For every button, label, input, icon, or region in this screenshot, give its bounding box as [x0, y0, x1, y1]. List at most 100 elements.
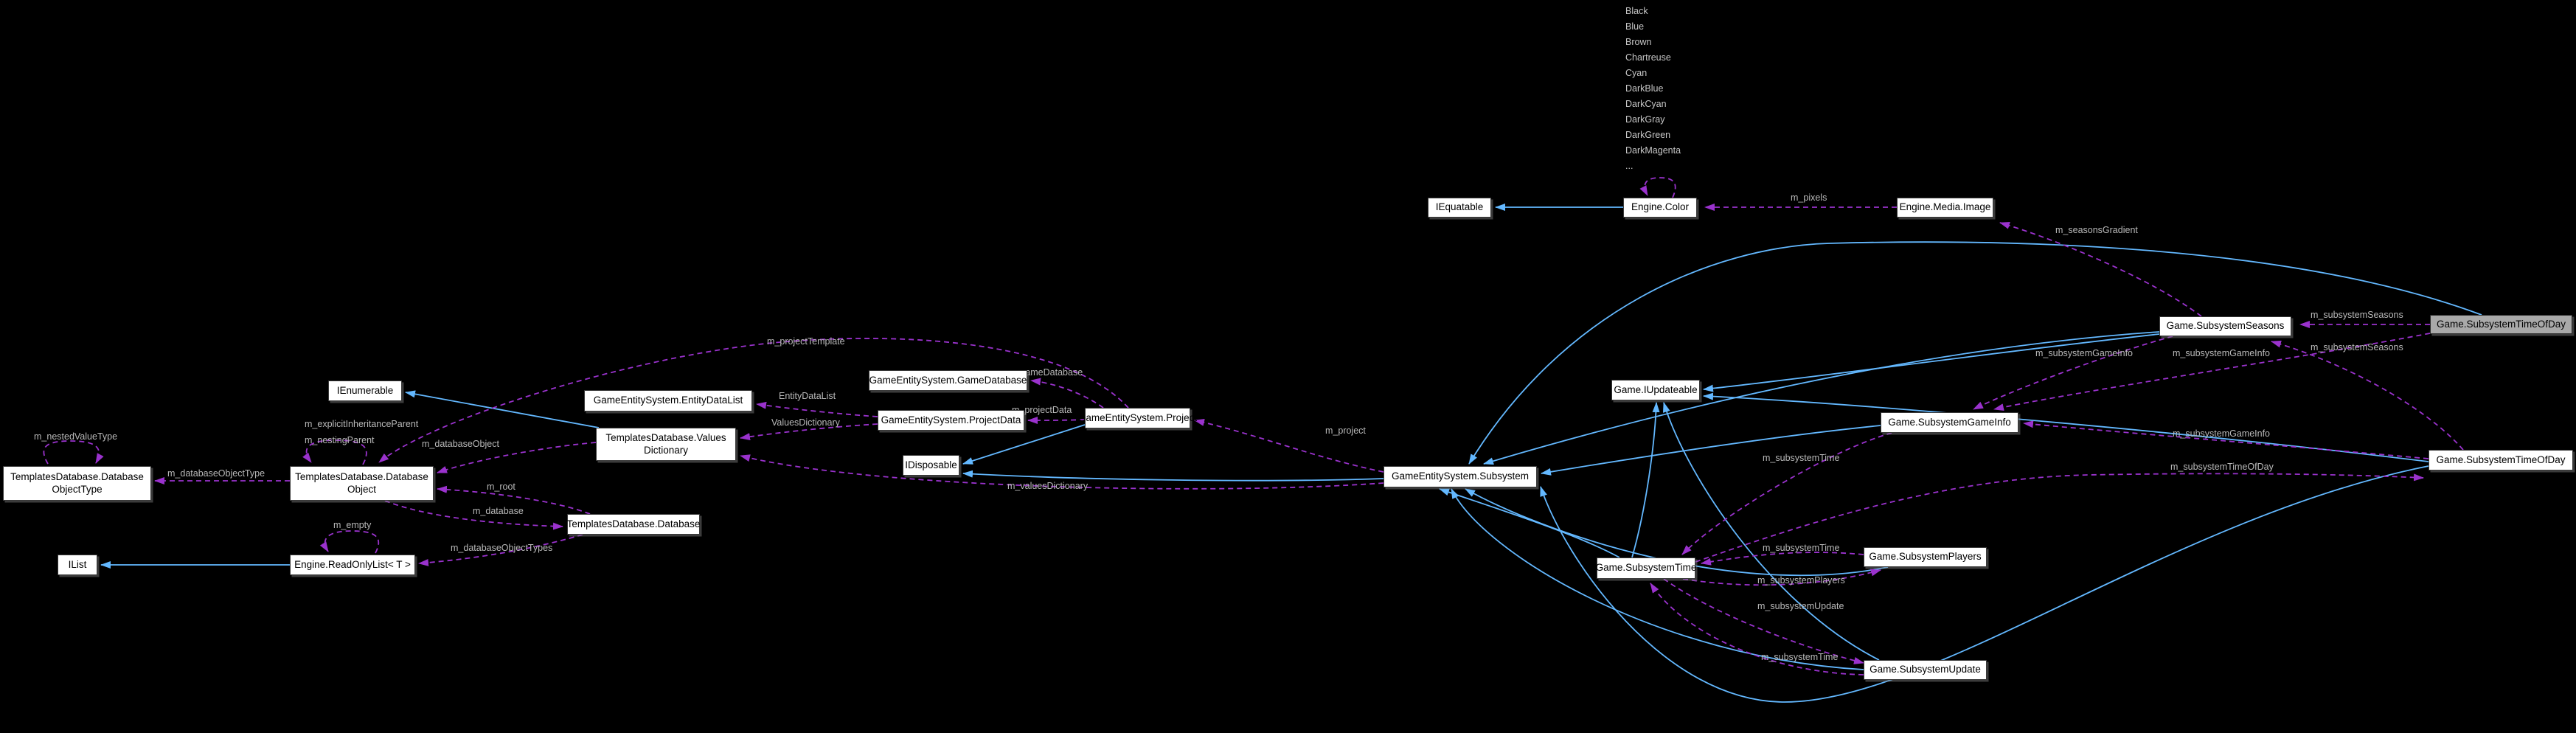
- class-node-label: Game.SubsystemTimeOfDay: [2436, 318, 2566, 330]
- edge-label-m_explicitInheritanceParent: m_explicitInheritanceParent: [305, 419, 419, 429]
- class-node-ieq[interactable]: IEquatable: [1428, 198, 1491, 218]
- class-node-splay[interactable]: Game.SubsystemPlayers: [1864, 547, 1987, 567]
- edge-label-m_database: m_database: [473, 506, 524, 516]
- class-node-ilist[interactable]: IList: [58, 555, 97, 575]
- class-node-stod_f: Game.SubsystemTimeOfDay: [2430, 315, 2572, 334]
- class-node-label: Game.SubsystemSeasons: [2166, 320, 2285, 332]
- edge-stod-iupd-inheritance: [1703, 392, 2429, 462]
- edge-stod-subsys-inheritance: [1540, 465, 2429, 703]
- edge-db-dbobj-member: [437, 485, 591, 515]
- color-list-item-Blue: Blue: [1625, 21, 1645, 32]
- edge-label-ValuesDictionary: ValuesDictionary: [771, 417, 840, 428]
- edge-label-m_databaseObject: m_databaseObject: [422, 439, 499, 449]
- edge-label-m_valuesDictionary: m_valuesDictionary: [1007, 481, 1089, 491]
- class-node-label: TemplatesDatabase.Database: [10, 470, 144, 482]
- class-node-iupd[interactable]: Game.IUpdateable: [1611, 380, 1700, 400]
- class-node-stod[interactable]: Game.SubsystemTimeOfDay: [2429, 450, 2573, 470]
- class-node-label: ObjectType: [52, 483, 103, 495]
- edge-label-m_subsystemSeasons: m_subsystemSeasons: [2311, 310, 2403, 320]
- class-node-label: IList: [68, 558, 87, 570]
- edge-label-EntityDataList: EntityDataList: [779, 391, 836, 401]
- edge-ssea-sgi-member: [1973, 336, 2173, 410]
- edge-sgi-stime-member: [1681, 432, 1892, 555]
- color-list-item-DarkBlue: DarkBlue: [1625, 83, 1664, 94]
- edge-label-m_subsystemUpdate: m_subsystemUpdate: [1757, 601, 1844, 611]
- edge-pd-edl-member: [756, 401, 878, 417]
- edge-label-m_pixels: m_pixels: [1791, 192, 1827, 203]
- class-node-label: GameEntitySystem.Project: [1077, 411, 1198, 423]
- edge-rolist-rolist-member: [319, 530, 380, 554]
- edge-label-m_nestedValueType: m_nestedValueType: [34, 431, 118, 442]
- class-node-subsys[interactable]: GameEntitySystem.Subsystem: [1384, 466, 1537, 487]
- edge-splay-subsys-inheritance: [1465, 488, 1889, 577]
- edge-label-m_projectTemplate: m_projectTemplate: [767, 336, 845, 347]
- class-node-label: Game.SubsystemGameInfo: [1888, 416, 2011, 428]
- edge-ssea-subsys-inheritance: [1483, 331, 2160, 465]
- edge-stod_f-sgi-member: [1993, 333, 2431, 411]
- edge-ssea-iupd-inheritance: [1703, 333, 2160, 392]
- color-list-item-...: ...: [1625, 161, 1634, 171]
- edge-stod-sgi-member: [2023, 420, 2429, 459]
- edge-stime-supd-member: [1663, 578, 1864, 664]
- edge-dbobj-db-member: [384, 500, 563, 530]
- edge-proj-idisp-inheritance: [962, 424, 1086, 465]
- edge-label-m_subsystemGameInfo: m_subsystemGameInfo: [2173, 428, 2270, 439]
- edge-label-m_empty: m_empty: [333, 520, 372, 530]
- class-node-gdb[interactable]: GameEntitySystem.GameDatabase: [869, 370, 1027, 391]
- edge-label-m_subsystemTimeOfDay: m_subsystemTimeOfDay: [2170, 462, 2274, 472]
- edge-stod-ssea-member: [2271, 340, 2464, 451]
- edge-label-m_subsystemGameInfo: m_subsystemGameInfo: [2035, 348, 2133, 358]
- class-node-ienum[interactable]: IEnumerable: [328, 381, 402, 401]
- color-list-item-DarkGreen: DarkGreen: [1625, 130, 1671, 140]
- edge-pd-vd-member: [740, 423, 878, 441]
- class-node-pd[interactable]: GameEntitySystem.ProjectData: [878, 410, 1024, 431]
- edge-label-m_seasonsGradient: m_seasonsGradient: [2055, 225, 2138, 235]
- edge-sgi-subsys-inheritance: [1541, 425, 1881, 476]
- class-node-label: IDisposable: [905, 459, 957, 470]
- edge-vd-ienum-inheritance: [405, 390, 600, 428]
- edge-label-m_subsystemSeasons: m_subsystemSeasons: [2311, 342, 2403, 352]
- class-node-ssea[interactable]: Game.SubsystemSeasons: [2159, 316, 2291, 336]
- edge-stime-stod-member: [1695, 473, 2424, 563]
- class-node-idisp[interactable]: IDisposable: [903, 455, 959, 476]
- class-node-label: Game.SubsystemTimeOfDay: [2436, 454, 2566, 465]
- edge-label-m_subsystemGameInfo: m_subsystemGameInfo: [2173, 348, 2270, 358]
- class-node-img[interactable]: Engine.Media.Image: [1897, 198, 1993, 218]
- edge-subsys-proj-member: [1194, 418, 1384, 473]
- class-node-label: IEnumerable: [336, 384, 394, 396]
- edge-label-m_subsystemTime: m_subsystemTime: [1763, 543, 1840, 553]
- class-node-rolist[interactable]: Engine.ReadOnlyList< T >: [290, 555, 415, 575]
- class-node-stime[interactable]: Game.SubsystemTime: [1595, 557, 1697, 579]
- edge-label-m_projectData: m_projectData: [1012, 405, 1072, 415]
- color-list-item-DarkGray: DarkGray: [1625, 114, 1665, 125]
- class-node-label: Object: [347, 483, 377, 495]
- edge-label-m_subsystemPlayers: m_subsystemPlayers: [1757, 575, 1845, 586]
- class-node-edl[interactable]: GameEntitySystem.EntityDataList: [584, 390, 752, 411]
- color-list-item-DarkMagenta: DarkMagenta: [1625, 145, 1681, 156]
- edge-vd-dbobj-member: [437, 442, 597, 473]
- class-node-proj[interactable]: GameEntitySystem.Project: [1078, 408, 1197, 428]
- edge-label-m_nestingParent: m_nestingParent: [305, 435, 375, 445]
- edge-stime-subsys-inheritance: [1439, 488, 1620, 558]
- class-node-label: GameEntitySystem.EntityDataList: [593, 395, 743, 406]
- class-node-supd[interactable]: Game.SubsystemUpdate: [1864, 660, 1987, 680]
- class-node-label: Game.SubsystemTime: [1595, 562, 1697, 574]
- class-node-label: IEquatable: [1435, 201, 1484, 213]
- edge-subsys-idisp-inheritance: [962, 470, 1384, 482]
- class-node-label: Dictionary: [643, 444, 689, 456]
- class-node-label: Game.IUpdateable: [1614, 383, 1698, 395]
- class-node-db[interactable]: TemplatesDatabase.Database: [567, 514, 700, 535]
- edge-ssea-img-member: [1999, 221, 2202, 317]
- class-node-label: Engine.ReadOnlyList< T >: [294, 558, 411, 570]
- edge-stime-splay-member: [1682, 569, 1881, 586]
- edge-splay-stime-member: [1701, 552, 1864, 566]
- class-node-label: Game.SubsystemUpdate: [1869, 664, 1981, 675]
- edge-supd-iupd-inheritance: [1662, 402, 1880, 661]
- class-node-sgi[interactable]: Game.SubsystemGameInfo: [1881, 412, 2018, 433]
- edge-stime-iupd-inheritance: [1631, 402, 1660, 558]
- class-node-color[interactable]: Engine.Color: [1623, 198, 1697, 218]
